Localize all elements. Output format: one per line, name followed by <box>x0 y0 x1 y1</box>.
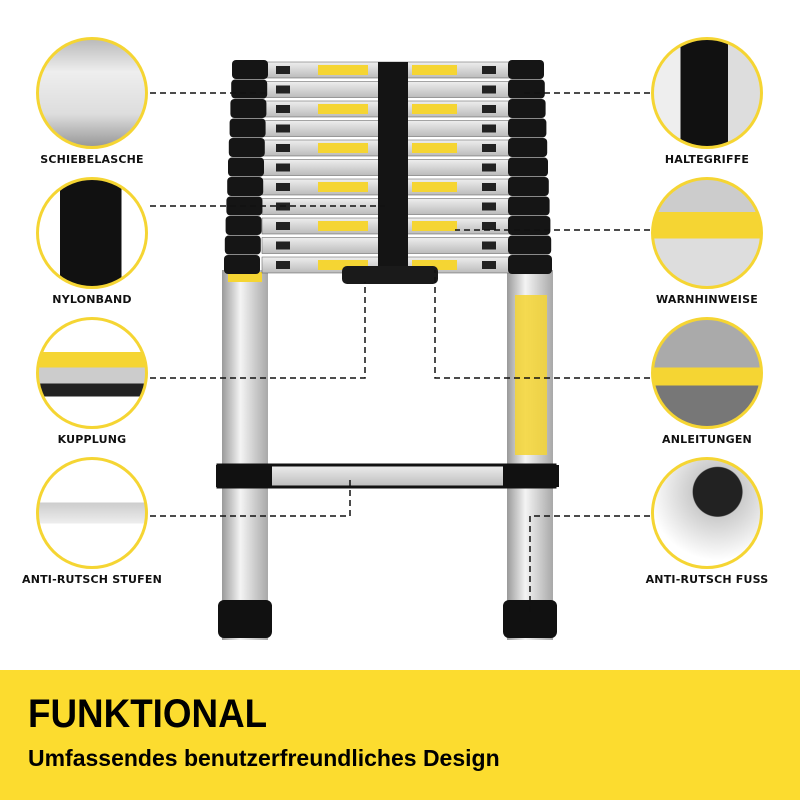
instructions-icon <box>651 317 763 429</box>
latch <box>482 85 496 94</box>
ladder-legs <box>216 270 559 640</box>
rung-end-cap <box>225 216 262 235</box>
feature-label: ANLEITUNGEN <box>662 433 752 446</box>
latch <box>276 85 290 94</box>
rung-end-cap <box>508 196 550 216</box>
latch <box>276 124 290 133</box>
slide-latch-icon <box>36 37 148 149</box>
warning-sticker <box>412 143 457 153</box>
warning-sticker <box>318 104 368 114</box>
warning-sticker <box>318 182 368 192</box>
rung-end-cap <box>508 255 552 274</box>
latch <box>482 183 496 191</box>
coupling-icon <box>36 317 148 429</box>
feature-label: NYLONBAND <box>52 293 132 306</box>
nylon-strap-icon <box>36 177 148 289</box>
rung-end-cap <box>231 79 268 99</box>
handle-grip-icon <box>651 37 763 149</box>
latch <box>482 222 496 230</box>
rung-end-cap <box>508 216 551 235</box>
rung-end-cap <box>508 60 544 79</box>
rung-end-cap <box>508 118 547 138</box>
warning-sticker <box>318 260 368 270</box>
warning-sticker <box>318 221 368 231</box>
pointer-lines <box>150 92 650 612</box>
warning-sticker <box>412 65 457 75</box>
feature-label: KUPPLUNG <box>57 433 127 446</box>
warning-sticker <box>412 221 457 231</box>
feature-label: ANTI-RUTSCH FUSS <box>645 573 769 586</box>
warning-sticker <box>412 182 457 192</box>
latch <box>482 163 496 172</box>
rung-end-cap <box>227 177 264 196</box>
rung-end-cap <box>228 138 265 157</box>
latch <box>276 105 290 113</box>
latch <box>276 66 290 74</box>
latch <box>276 144 290 152</box>
rung-end-cap <box>508 99 546 118</box>
latch <box>482 202 496 211</box>
rung-end-cap <box>508 157 548 177</box>
warning-sticker <box>412 104 457 114</box>
rung-end-cap <box>508 177 549 196</box>
feature-label: WARNHINWEISE <box>656 293 758 306</box>
latch <box>482 241 496 250</box>
banner: FUNKTIONAL Umfassendes benutzerfreundlic… <box>0 670 800 800</box>
anti-slip-foot-icon <box>651 457 763 569</box>
rung-end-cap <box>224 235 261 255</box>
latch <box>276 222 290 230</box>
rung-end-cap <box>228 157 264 177</box>
rung-end-cap <box>232 60 268 79</box>
latch <box>482 144 496 152</box>
warning-sticker <box>412 260 457 270</box>
warning-label-icon <box>651 177 763 289</box>
warning-sticker <box>318 143 368 153</box>
rung-end-cap <box>229 118 266 138</box>
nylon-strap <box>378 62 408 282</box>
latch <box>276 261 290 269</box>
rung-end-cap <box>508 138 548 157</box>
latch <box>276 163 290 172</box>
banner-title: FUNKTIONAL <box>28 692 268 736</box>
warning-sticker <box>318 65 368 75</box>
rung-end-cap <box>230 99 267 118</box>
rung-end-cap <box>508 79 545 99</box>
rung-end-cap <box>508 235 552 255</box>
ladder-illustration <box>150 60 650 640</box>
feature-label: SCHIEBELASCHE <box>40 153 144 166</box>
latch <box>482 66 496 74</box>
feature-label: HALTEGRIFFE <box>664 153 750 166</box>
anti-slip-step-icon <box>36 457 148 569</box>
latch <box>276 183 290 191</box>
rung-end-cap <box>224 255 260 274</box>
banner-subtitle: Umfassendes benutzerfreundliches Design <box>28 745 500 771</box>
latch <box>276 241 290 250</box>
feature-label: ANTI-RUTSCH STUFEN <box>21 573 162 586</box>
latch <box>482 124 496 133</box>
latch <box>482 105 496 113</box>
latch <box>482 261 496 269</box>
coupling-handle <box>342 266 438 284</box>
